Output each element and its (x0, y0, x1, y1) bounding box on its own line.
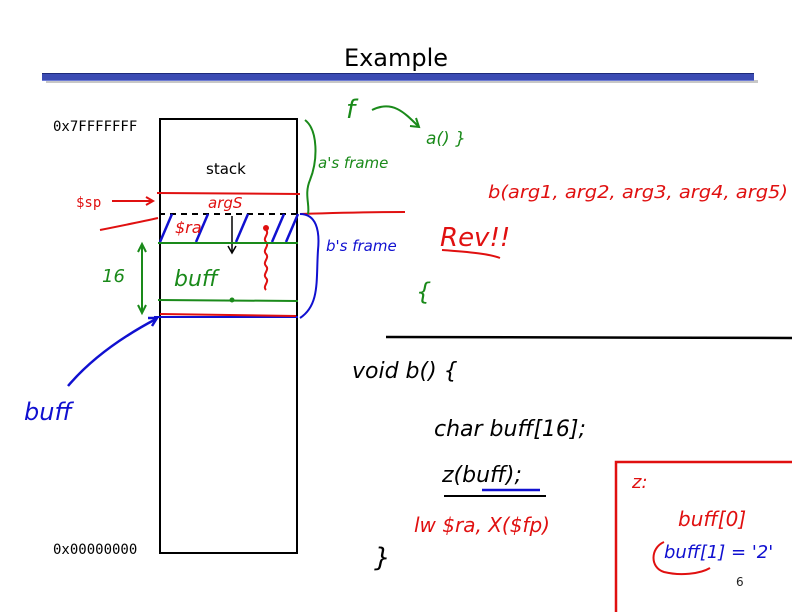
ra-hatching (158, 213, 300, 243)
buff-pointer-arrow (67, 317, 157, 387)
a-frame-label: a's frame (318, 154, 388, 172)
frame-top-line (156, 192, 301, 195)
rev-note: Rev!! (440, 223, 510, 253)
buff-pointer-label: buff (24, 398, 74, 426)
code-line-5: } (374, 543, 391, 573)
open-brace: { (416, 278, 431, 306)
title-bar (42, 73, 754, 81)
squiggle-dot (263, 225, 269, 231)
divider-line (385, 335, 792, 340)
buff-label: buff (174, 267, 220, 292)
z-box (614, 460, 792, 612)
sp-label: $sp (76, 195, 102, 211)
args-label: argS (208, 194, 243, 212)
code-line-4: lw $ra, X($fp) (414, 513, 550, 537)
bottom-address-label: 0x00000000 (53, 542, 138, 558)
frame-bottom-red (159, 313, 297, 317)
sp-arrowhead (145, 196, 156, 206)
b-call: b(arg1, arg2, arg3, arg4, arg5) (488, 182, 788, 203)
stack-box (159, 118, 298, 554)
f-label: f (346, 95, 359, 125)
stack-label: stack (206, 160, 246, 178)
red-left-line (99, 217, 159, 231)
a-call: a() } (426, 129, 466, 149)
red-right-line (299, 211, 406, 215)
code-line-2: char buff[16]; (434, 417, 586, 442)
page-number: 6 (736, 575, 744, 589)
b-frame-label: b's frame (326, 237, 397, 255)
f-to-a-arrow (371, 105, 419, 127)
ra-label: $ra (175, 218, 202, 237)
a-frame-brace (304, 119, 317, 215)
rev-underline (441, 249, 501, 259)
code-line-1: void b() { (352, 359, 458, 384)
code-line-3: z(buff); (441, 463, 522, 488)
z-box-label: z: (631, 472, 648, 493)
buff-bottom-line (157, 299, 299, 302)
z-box-line-2: buff[1] = '2' (664, 542, 773, 563)
z-box-line-1: buff[0] (678, 507, 746, 531)
z-box-circle (652, 541, 711, 576)
top-address-label: 0x7FFFFFFF (53, 119, 138, 135)
size-label: 16 (102, 266, 125, 287)
title-bar-shadow (46, 80, 758, 83)
overflow-squiggle (263, 229, 269, 291)
slide-title: Example (343, 44, 449, 72)
b-frame-brace (299, 213, 320, 319)
